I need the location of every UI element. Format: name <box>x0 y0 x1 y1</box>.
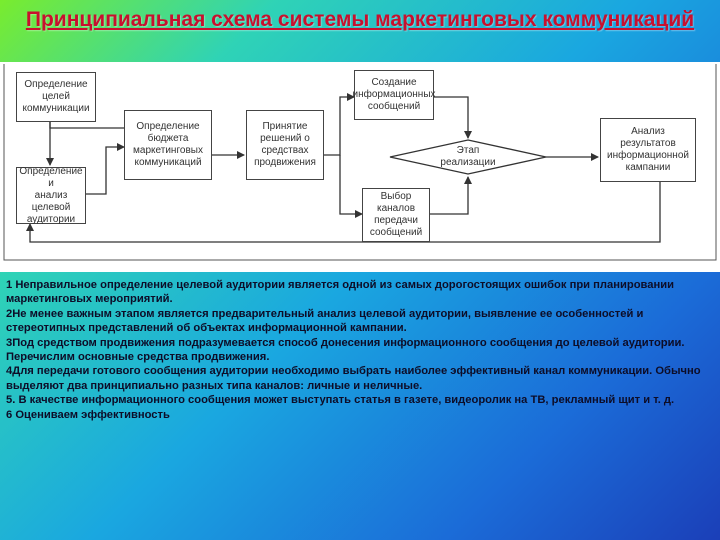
node-decide-means: Принятие решений о средствах продвижения <box>246 110 324 180</box>
note-item: 6 Оцениваем эффективность <box>6 408 170 421</box>
node-create-messages: Создание информационных сообщений <box>353 70 436 120</box>
note-item: 4Для передачи готового сообщения аудитор… <box>6 365 701 392</box>
note-item: 3Под средством продвижения подразумевает… <box>6 336 685 364</box>
edge-decide-channels <box>339 155 363 218</box>
node-analyze-results: Анализ результатов информационной кампан… <box>600 118 696 182</box>
note-item: 5. В качестве информационного сообщения … <box>6 394 675 407</box>
note-item: 1 Неправильное определение целевой аудит… <box>6 279 674 306</box>
node-choose-channels: Выбор каналов передачи сообщений <box>362 188 430 242</box>
edge-channels-impl <box>430 176 472 215</box>
node-define-budget: Определение бюджета маркетинговых коммун… <box>124 110 212 180</box>
node-implementation: Этап реализации <box>440 145 496 168</box>
node-define-goals: Определение целей коммуникации <box>16 72 96 122</box>
slide-title: Принципиальная схема системы маркетингов… <box>25 8 695 31</box>
edge-decide-create <box>324 93 355 156</box>
notes-list: 1 Неправильное определение целевой аудит… <box>6 278 714 422</box>
note-item: 2Не менее важным этапом является предвар… <box>6 307 644 335</box>
edge-feedback <box>26 182 661 243</box>
diagram-connectors <box>3 64 717 261</box>
implementation-diamond <box>389 139 547 175</box>
edge-create-impl <box>434 96 472 139</box>
flow-diagram: Определение целей коммуникации Определен… <box>0 62 720 272</box>
edge-audience-budget <box>85 143 125 195</box>
node-define-audience: Определение и анализ целевой аудитории <box>16 166 86 225</box>
